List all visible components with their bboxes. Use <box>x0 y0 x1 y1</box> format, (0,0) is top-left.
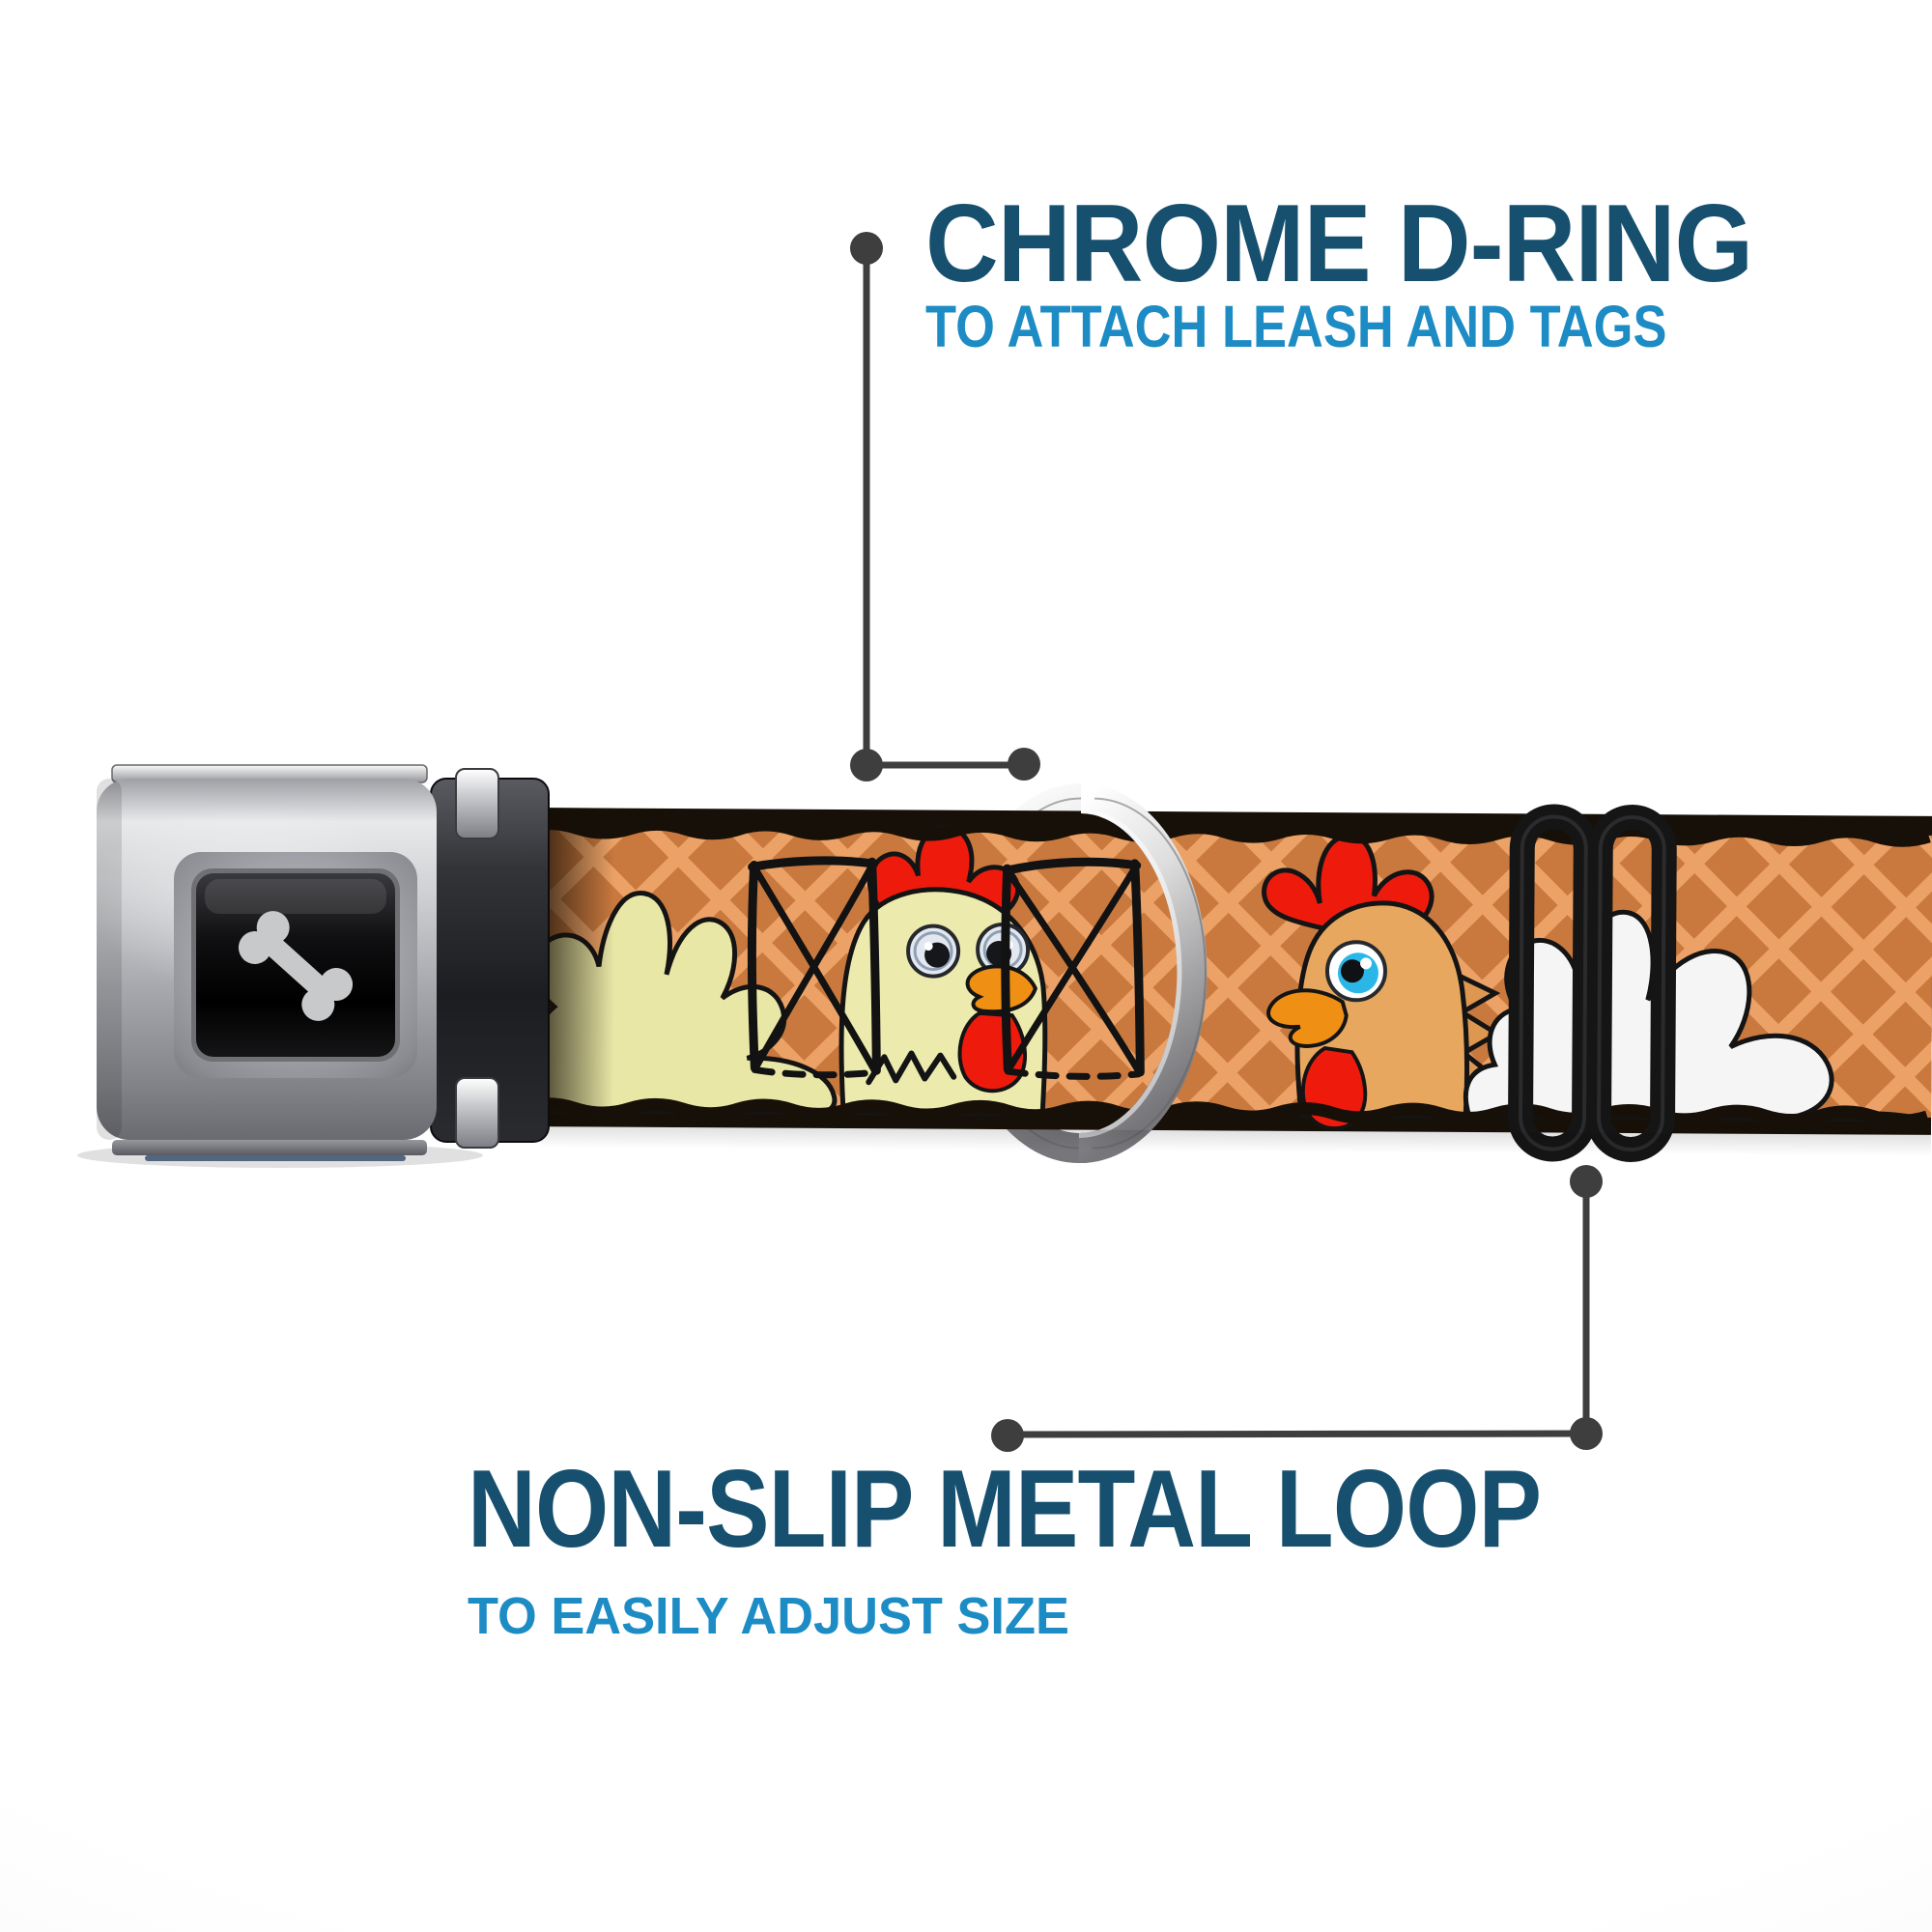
wattle <box>957 1010 1027 1094</box>
callout-connector-d-ring <box>850 232 1040 781</box>
d-ring-callout-title: CHROME D-RING <box>925 183 1753 305</box>
d-ring-callout-subtitle: TO ATTACH LEASH AND TAGS <box>925 294 1667 359</box>
top-stitch-edge <box>520 817 1931 847</box>
seatbelt-buckle <box>77 764 550 1168</box>
buckle-bottom-lip <box>112 1140 427 1155</box>
buckle-clip-top <box>455 768 499 839</box>
wire-frame-left <box>747 856 881 1079</box>
buckle-clip-bottom <box>455 1077 499 1149</box>
metal-loop-callout-subtitle: TO EASILY ADJUST SIZE <box>468 1587 1069 1645</box>
chrome-d-ring-front <box>1078 783 1208 1164</box>
bottom-stitch-edge <box>519 1097 1930 1127</box>
metal-loop-callout-title: NON-SLIP METAL LOOP <box>468 1448 1542 1571</box>
callout-connector-metal-loop <box>991 1165 1603 1452</box>
wire-frame-right <box>1001 857 1145 1080</box>
collar-strap <box>519 808 1932 1135</box>
scratch-squiggle <box>866 1050 957 1086</box>
dog-bone-icon <box>238 911 354 1021</box>
beak <box>1266 988 1349 1048</box>
collar-shadow <box>539 1126 1931 1156</box>
